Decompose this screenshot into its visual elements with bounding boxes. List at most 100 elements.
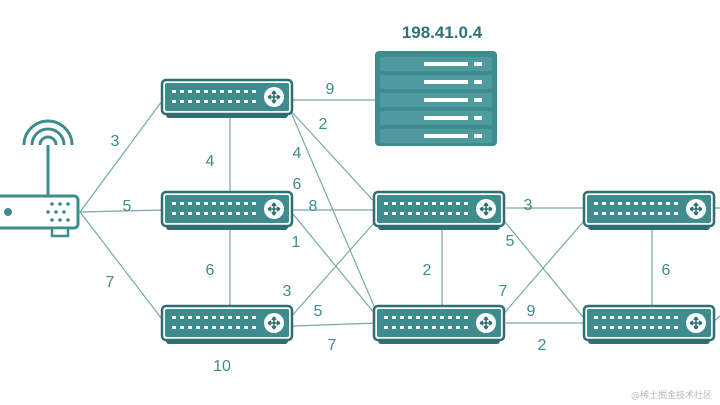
weight-label: 5 [506,233,515,250]
port-light [642,326,646,329]
router-arrows-icon [686,313,706,333]
port-light [196,100,200,103]
port-light [220,90,224,93]
port-light [220,100,224,103]
watermark: @稀土掘金技术社区 [631,389,712,401]
port-light [244,316,248,319]
weight-label: 2 [423,262,432,279]
port-light [610,316,614,319]
port-light [384,326,388,329]
port-light [432,212,436,215]
weight-label: 2 [538,337,547,354]
port-light [464,316,468,319]
port-light [236,316,240,319]
port-light [252,100,256,103]
port-light [220,316,224,319]
port-light [416,202,420,205]
weight-label: 7 [328,337,337,354]
port-light [188,100,192,103]
router-arrows-icon [264,87,284,107]
port-light [180,316,184,319]
port-light [464,326,468,329]
port-light [618,202,622,205]
port-light [204,212,208,215]
port-light [228,316,232,319]
port-light [188,202,192,205]
port-light [424,326,428,329]
port-light [400,212,404,215]
port-light [674,212,678,215]
router-arrows-icon [264,313,284,333]
port-light [432,326,436,329]
router-arrows-icon [264,199,284,219]
port-light [456,326,460,329]
port-light [658,326,662,329]
weight-label: 3 [111,133,120,150]
weight-label: 10 [213,358,231,375]
port-light [180,212,184,215]
port-light [204,316,208,319]
port-light [464,212,468,215]
port-light [252,90,256,93]
port-light [440,202,444,205]
port-light [634,326,638,329]
port-light [424,212,428,215]
port-light [416,212,420,215]
port-light [188,90,192,93]
port-light [220,212,224,215]
port-light [172,100,176,103]
port-light [610,212,614,215]
router-arrows-icon [476,313,496,333]
port-light [594,326,598,329]
port-light [626,326,630,329]
port-light [650,202,654,205]
port-light [204,100,208,103]
port-light [618,316,622,319]
weight-label: 6 [662,262,671,279]
port-light [642,316,646,319]
port-light [594,316,598,319]
edge-router-a-router-d [289,109,381,209]
port-light [196,316,200,319]
edge-router-d-router-g [499,215,589,324]
weight-label: 3 [283,283,292,300]
routers [160,78,716,344]
port-light [244,326,248,329]
port-light [650,316,654,319]
weight-label: 4 [293,145,302,162]
weight-label: 9 [326,81,335,98]
port-light [228,202,232,205]
router-b [160,190,294,230]
server-rack-icon [375,51,497,146]
edge-modem-router-a [79,96,166,213]
port-light [626,316,630,319]
port-light [666,326,670,329]
port-light [440,326,444,329]
edge-router-e-router-f [499,213,591,319]
port-light [172,212,176,215]
port-light [228,326,232,329]
edge-router-b-router-e [292,213,381,321]
router-f [582,190,716,230]
port-light [658,212,662,215]
port-light [180,326,184,329]
port-light [236,212,240,215]
port-light [188,326,192,329]
edge-modem-router-c [79,211,166,324]
port-light [666,212,670,215]
port-light [416,326,420,329]
port-light [408,316,412,319]
port-light [400,202,404,205]
port-light [196,202,200,205]
port-light [618,326,622,329]
port-light [212,202,216,205]
port-light [244,212,248,215]
port-light [228,100,232,103]
port-light [626,212,630,215]
port-light [400,326,404,329]
port-light [424,316,428,319]
port-light [392,212,396,215]
port-light [252,202,256,205]
